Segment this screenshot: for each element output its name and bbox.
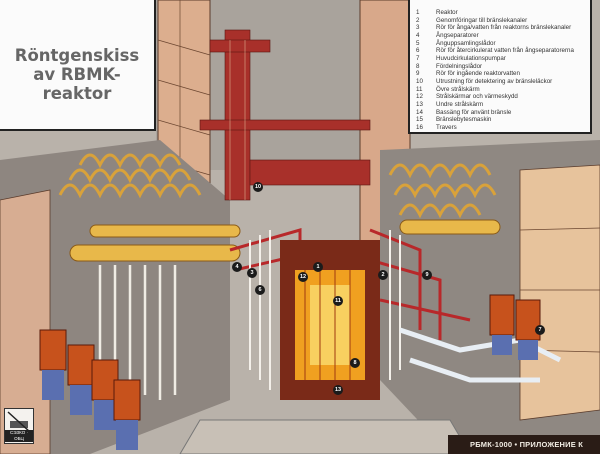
logo-text: СЭЗКО · ОБЦ — [5, 430, 33, 442]
legend-item: 13 Undre strålskärm — [416, 101, 590, 109]
logo-drawing — [7, 411, 31, 433]
legend-item: 5 Ånguppsamlingslådor — [416, 40, 590, 48]
legend-text: Övre strålskärm — [436, 85, 480, 93]
water-pipes — [399, 327, 562, 383]
legend-number: 5 — [416, 39, 420, 47]
callout-marker: 6 — [255, 285, 265, 295]
legend: 1 Reaktor 2 Genomföringar till bränslekanal… — [408, 0, 592, 134]
legend-number: 13 — [416, 100, 423, 108]
legend-number: 16 — [416, 123, 423, 131]
callout-marker: 8 — [350, 358, 360, 368]
footer-caption: РБМК-1000 • ПРИЛОЖЕНИЕ К АЛЬБОМУ — [448, 435, 600, 454]
legend-text: Rör för återcirkulerat vatten från ångse… — [436, 47, 574, 55]
callout-marker: 1 — [313, 262, 323, 272]
right-steam-separator — [388, 163, 497, 219]
legend-number: 10 — [416, 77, 423, 85]
legend-number: 6 — [416, 47, 420, 55]
callout-marker: 11 — [333, 296, 343, 306]
legend-text: Rör för ingående reaktorvatten — [436, 70, 520, 78]
legend-item: 11 Övre strålskärm — [416, 86, 590, 94]
legend-text: Genomföringar till bränslekanaler — [436, 16, 528, 24]
callout-marker: 9 — [422, 270, 432, 280]
callout-marker: 13 — [333, 385, 343, 395]
legend-number: 3 — [416, 24, 420, 32]
crane — [199, 29, 371, 201]
legend-item: 14 Bassäng för använt bränsle — [416, 109, 590, 117]
left-steam-separator — [58, 153, 202, 199]
legend-item: 3 Rör för ånga/vatten från reaktorns brän… — [416, 24, 590, 32]
legend-text: Ånguppsamlingslådor — [436, 39, 496, 47]
publisher-logo: СЭЗКО · ОБЦ — [4, 408, 34, 444]
reactor-core — [280, 240, 380, 400]
legend-item: 2 Genomföringar till bränslekanaler — [416, 17, 590, 25]
legend-number: 12 — [416, 93, 423, 101]
legend-number: 11 — [416, 85, 423, 93]
legend-number: 7 — [416, 54, 420, 62]
legend-text: Huvudcirkulationspumpar — [436, 54, 506, 62]
right-pumps — [489, 294, 541, 360]
callout-marker: 10 — [253, 182, 263, 192]
legend-item: 12 Strålskärmar och värmeskydd — [416, 93, 590, 101]
legend-text: Undre strålskärm — [436, 100, 484, 108]
legend-number: 2 — [416, 16, 420, 24]
legend-item: 8 Fördelningslådor — [416, 63, 590, 71]
legend-item: 16 Travers — [416, 124, 590, 132]
legend-text: Travers — [436, 123, 457, 131]
left-pumps — [39, 329, 141, 450]
legend-text: Rör för ånga/vatten från reaktorns bräns… — [436, 24, 572, 32]
legend-item: 7 Huvudcirkulationspumpar — [416, 55, 590, 63]
legend-number: 4 — [416, 31, 420, 39]
legend-item: 1 Reaktor — [416, 9, 590, 17]
callout-marker: 4 — [232, 262, 242, 272]
title-box: Röntgenskiss av RBMK-reaktor — [0, 0, 156, 131]
legend-item: 9 Rör för ingående reaktorvatten — [416, 70, 590, 78]
legend-item: 15 Bränslebytesmaskin — [416, 116, 590, 124]
callout-marker: 3 — [247, 268, 257, 278]
legend-text: Ångseparatorer — [436, 31, 479, 39]
title-line-2: av RBMK-reaktor — [33, 65, 121, 103]
legend-text: Reaktor — [436, 9, 458, 16]
legend-text: Utrustning för detektering av bränsleläc… — [436, 77, 553, 85]
legend-text: Bassäng för använt bränsle — [436, 108, 512, 116]
legend-text: Fördelningslådor — [436, 62, 483, 70]
legend-text: Strålskärmar och värmeskydd — [436, 93, 518, 101]
legend-number: 8 — [416, 62, 420, 70]
callout-marker: 2 — [378, 270, 388, 280]
legend-item: 10 Utrustning för detektering av bränslel… — [416, 78, 590, 86]
title-line-1: Röntgenskiss — [14, 46, 140, 65]
legend-text: Bränslebytesmaskin — [436, 116, 492, 124]
legend-number: 14 — [416, 108, 423, 116]
legend-number: 15 — [416, 116, 423, 124]
legend-item: 4 Ångseparatorer — [416, 32, 590, 40]
callout-marker: 7 — [535, 325, 545, 335]
legend-item: 6 Rör för återcirkulerat vatten från ångs… — [416, 47, 590, 55]
legend-number: 9 — [416, 70, 420, 78]
legend-number: 1 — [416, 9, 420, 16]
callout-marker: 12 — [298, 272, 308, 282]
